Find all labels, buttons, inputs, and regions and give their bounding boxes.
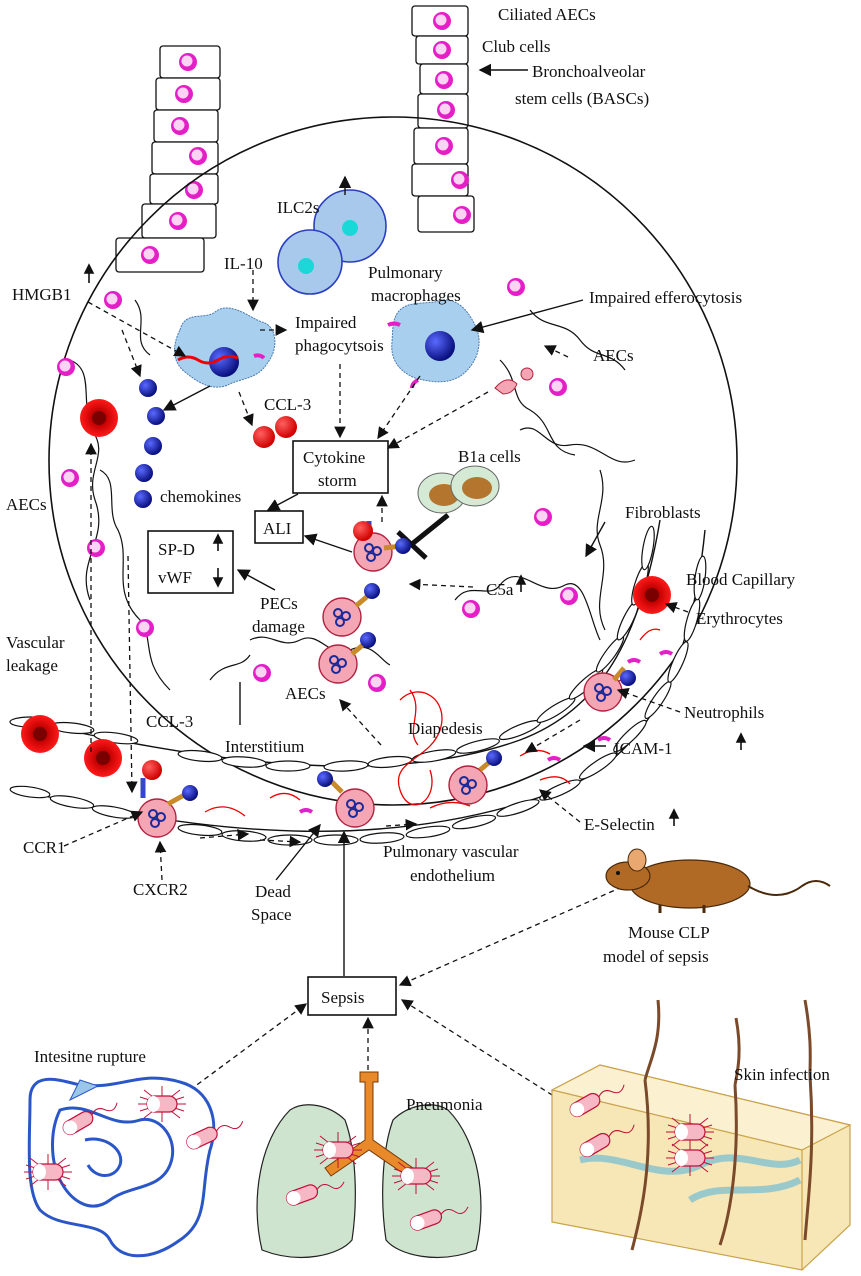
label-impaired-phagocytosis-2: phagocytsois: [295, 336, 384, 355]
label-sepsis: Sepsis: [321, 988, 364, 1007]
bronchiole-left-wall: [115, 45, 221, 273]
label-mouse-clp-1: Mouse CLP: [628, 923, 710, 942]
label-pecs-damage-2: damage: [252, 617, 305, 636]
arrows: [63, 63, 689, 1101]
chemokine-dots: [134, 379, 165, 508]
label-icam1: ICAM-1: [614, 739, 673, 758]
skin-illustration: [550, 999, 852, 1271]
label-pulmonary-macrophages-2: macrophages: [371, 286, 461, 305]
mouse-illustration: [605, 848, 831, 913]
label-basc-1: Bronchoalveolar: [532, 62, 646, 81]
pulmonary-vascular-endothelium: [9, 519, 707, 846]
label-hmgb1: HMGB1: [12, 285, 72, 304]
pulmonary-macrophage-2: [387, 299, 480, 389]
label-fibroblasts: Fibroblasts: [625, 503, 701, 522]
label-vwf: vWF: [158, 568, 192, 587]
label-ccl3-vessel: CCL-3: [146, 712, 193, 731]
pulmonary-macrophage-1: [174, 307, 276, 388]
alveolus-outline: [48, 116, 738, 806]
label-ccl3-alveolar: CCL-3: [264, 395, 311, 414]
sepsis-box: [307, 976, 397, 1016]
label-chemokines: chemokines: [160, 487, 241, 506]
label-club-cells: Club cells: [482, 37, 550, 56]
label-cytokine-storm-1: Cytokine: [303, 448, 365, 467]
label-il10: IL-10: [224, 254, 263, 273]
label-pneumonia: Pneumonia: [406, 1095, 483, 1114]
label-blood-capillary: Blood Capillary: [686, 570, 796, 589]
label-cxcr2: CXCR2: [133, 880, 188, 899]
label-pulmonary-endothelium-2: endothelium: [410, 866, 495, 885]
label-impaired-efferocytosis: Impaired efferocytosis: [589, 288, 742, 307]
label-ciliated-aecs: Ciliated AECs: [498, 5, 596, 24]
label-intestine-rupture: Intesitne rupture: [34, 1047, 146, 1066]
ccl3-molecules: [253, 416, 297, 448]
label-b1a-cells: B1a cells: [458, 447, 521, 466]
label-skin-infection: Skin infection: [734, 1065, 830, 1084]
bronchiole-right-wall: [411, 5, 475, 233]
labels: Ciliated AECs Club cells Bronchoalveolar…: [6, 5, 830, 1114]
diapedesis-path: [397, 689, 443, 806]
label-basc-2: stem cells (BASCs): [515, 89, 649, 108]
label-interstitium: Interstitium: [225, 737, 304, 756]
regulation-arrows: [83, 263, 747, 826]
label-cytokine-storm-2: storm: [318, 471, 357, 490]
label-ilc2s: ILC2s: [277, 198, 320, 217]
b1a-cells: [417, 465, 500, 514]
label-aecs-bottom: AECs: [285, 684, 326, 703]
lungs-illustration: [256, 1071, 482, 1259]
label-sp-d: SP-D: [158, 540, 195, 559]
label-ccr1: CCR1: [23, 838, 66, 857]
vessel-neutrophils: [137, 666, 636, 838]
label-dead-space-1: Dead: [255, 882, 291, 901]
label-e-selectin: E-Selectin: [584, 815, 655, 834]
cytokine-storm-box: [292, 440, 389, 494]
label-vascular-leakage-2: leakage: [6, 656, 58, 675]
ali-box: [254, 510, 304, 544]
label-erythrocytes: Erythrocytes: [696, 609, 783, 628]
apoptotic-cells: [494, 367, 534, 395]
label-diapedesis: Diapedesis: [408, 719, 483, 738]
label-vascular-leakage-1: Vascular: [6, 633, 65, 652]
label-pulmonary-endothelium-1: Pulmonary vascular: [383, 842, 519, 861]
label-aecs-top-right: AECs: [593, 346, 634, 365]
intestine-illustration: [23, 1076, 246, 1258]
label-neutrophils: Neutrophils: [684, 703, 764, 722]
label-dead-space-2: Space: [251, 905, 292, 924]
alveolar-neutrophils: [318, 521, 411, 684]
aec-nucleus: [104, 291, 122, 309]
label-aecs-left: AECs: [6, 495, 47, 514]
ilc2-cells: [277, 189, 387, 295]
label-impaired-phagocytosis-1: Impaired: [295, 313, 357, 332]
b1a-inhibition-symbol: [396, 513, 450, 560]
label-mouse-clp-2: model of sepsis: [603, 947, 709, 966]
label-pecs-damage-1: PECs: [260, 594, 298, 613]
label-c5a: C5a: [486, 580, 514, 599]
label-ali: ALI: [263, 519, 292, 538]
alveolar-epithelium-folds: [69, 299, 636, 691]
label-pulmonary-macrophages-1: Pulmonary: [368, 263, 443, 282]
